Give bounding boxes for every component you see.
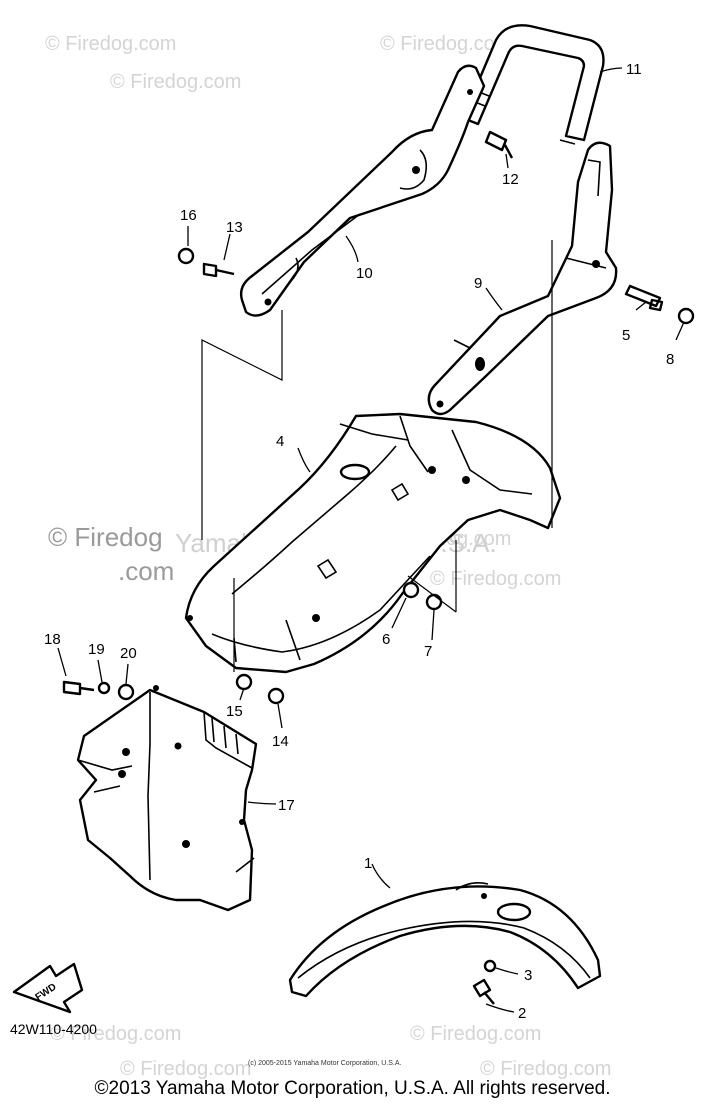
callout-19: 19 — [88, 641, 105, 658]
watermark-bottom-left-2: © Firedog.com — [120, 1058, 251, 1080]
watermark-top-left: © Firedog.com — [45, 33, 176, 55]
callout-numbers: 11 12 16 13 10 9 5 8 4 6 7 18 19 20 15 1… — [44, 61, 674, 1022]
callout-9: 9 — [474, 275, 482, 292]
callout-4: 4 — [276, 433, 284, 450]
watermark-top-right: © Firedog.com — [380, 33, 511, 55]
inner-fender-part — [76, 685, 258, 912]
footer-copyright: ©2013 Yamaha Motor Corporation, U.S.A. A… — [94, 1078, 611, 1099]
callout-6: 6 — [382, 631, 390, 648]
callout-8: 8 — [666, 351, 674, 368]
watermark-bottom-right-2: © Firedog.com — [480, 1058, 611, 1080]
callout-14: 14 — [272, 733, 289, 750]
left-rail-part — [239, 64, 486, 317]
watermark-layer: © Firedog.com © Firedog.com © Firedog.co… — [45, 33, 611, 1080]
watermark-top-left-2: © Firedog.com — [110, 71, 241, 93]
callout-12: 12 — [502, 171, 519, 188]
callout-2: 2 — [518, 1005, 526, 1022]
right-rail-part — [427, 141, 618, 416]
callout-20: 20 — [120, 645, 137, 662]
callout-5: 5 — [622, 327, 630, 344]
callout-7: 7 — [424, 643, 432, 660]
watermark-mid-left-2: .com — [118, 556, 174, 586]
assembly-lines — [201, 240, 553, 672]
callout-1: 1 — [364, 855, 372, 872]
inner-copyright: (c) 2005-2015 Yamaha Motor Corporation, … — [248, 1060, 401, 1067]
leader-lines — [57, 67, 685, 1013]
callout-17: 17 — [278, 797, 295, 814]
diagram-code: 42W110-4200 — [10, 1021, 97, 1037]
watermark-bottom-left: © Firedog.com — [50, 1023, 181, 1045]
callout-15: 15 — [226, 703, 243, 720]
callout-11: 11 — [626, 61, 642, 78]
fasteners — [62, 130, 695, 1005]
callout-3: 3 — [524, 967, 532, 984]
callout-16: 16 — [180, 207, 197, 224]
callout-13: 13 — [226, 219, 243, 236]
forward-arrow-icon: FWD — [12, 962, 84, 1014]
watermark-mid-left: © Firedog — [48, 522, 163, 552]
watermark-mid-right-2: © Firedog.com — [430, 568, 561, 590]
rear-fender-part — [184, 412, 562, 674]
callout-10: 10 — [356, 265, 373, 282]
watermark-bottom-right: © Firedog.com — [410, 1023, 541, 1045]
callout-18: 18 — [44, 631, 61, 648]
front-fender-part — [288, 882, 602, 998]
